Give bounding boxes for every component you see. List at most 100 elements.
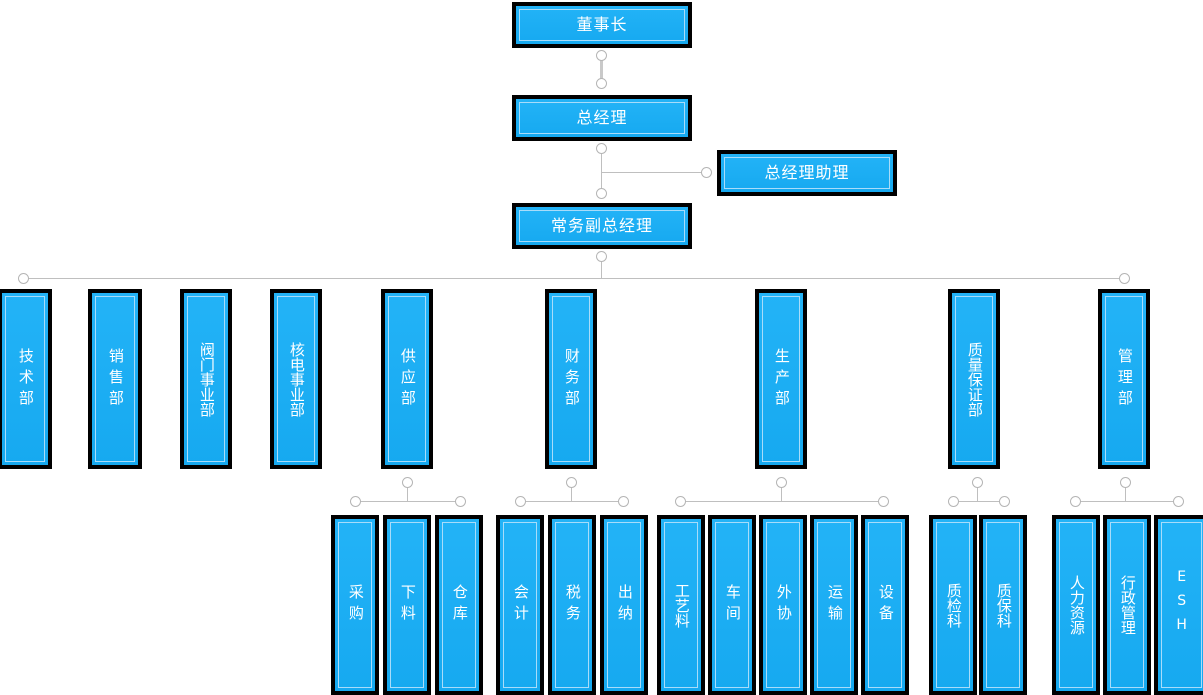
connector-main-bus — [23, 278, 1125, 279]
node-department-tech[interactable]: 技术部 — [0, 289, 52, 469]
node-department-admin[interactable]: 管理部 — [1098, 289, 1150, 469]
node-sub-process[interactable]: 工艺料 — [657, 515, 705, 695]
connector-deputy-drop — [601, 256, 602, 278]
node-sub-cutting[interactable]: 下料 — [383, 515, 431, 695]
node-sub-warehouse[interactable]: 仓库 — [435, 515, 483, 695]
connector-dot-finance-top — [566, 477, 577, 488]
node-sub-process-body: 工艺料 — [661, 519, 701, 691]
node-department-finance-label: 财务部 — [562, 347, 581, 411]
node-department-nuclear-body: 核电事业部 — [274, 293, 318, 465]
connector-dot-supply-left — [350, 496, 361, 507]
connector-dot-bus-right-end — [1119, 273, 1130, 284]
node-sub-cashier[interactable]: 出纳 — [600, 515, 648, 695]
node-department-valve[interactable]: 阀门事业部 — [180, 289, 232, 469]
node-sub-transport-body: 运输 — [814, 519, 854, 691]
node-department-production-label: 生产部 — [772, 347, 791, 411]
node-sub-qc-body: 质检科 — [933, 519, 973, 691]
node-gm-assistant[interactable]: 总经理助理 — [717, 150, 897, 196]
node-department-quality-body: 质量保证部 — [952, 293, 996, 465]
node-department-supply-label: 供应部 — [398, 347, 417, 411]
node-sub-cutting-label: 下料 — [398, 584, 417, 626]
node-department-production[interactable]: 生产部 — [755, 289, 807, 469]
node-sub-workshop-body: 车间 — [712, 519, 752, 691]
connector-dot-production-left — [675, 496, 686, 507]
node-department-sales-body: 销售部 — [92, 293, 138, 465]
node-sub-transport[interactable]: 运输 — [810, 515, 858, 695]
node-sub-qc-label: 质检科 — [944, 582, 963, 628]
node-sub-purchase-label: 采购 — [346, 584, 365, 626]
node-department-quality[interactable]: 质量保证部 — [948, 289, 1000, 469]
node-sub-process-label: 工艺料 — [672, 582, 691, 628]
connector-dot-supply-top — [402, 477, 413, 488]
node-department-valve-body: 阀门事业部 — [184, 293, 228, 465]
connector-dot-assistant-left — [701, 167, 712, 178]
node-sub-esh-body: ESH — [1158, 519, 1203, 691]
node-sub-tax[interactable]: 税务 — [548, 515, 596, 695]
node-sub-accounting-label: 会计 — [511, 584, 530, 626]
node-department-tech-body: 技术部 — [2, 293, 48, 465]
node-sub-purchase[interactable]: 采购 — [331, 515, 379, 695]
node-executive-deputy-gm[interactable]: 常务副总经理 — [512, 203, 692, 249]
node-department-valve-label: 阀门事业部 — [197, 341, 216, 417]
connector-dot-finance-left — [515, 496, 526, 507]
node-sub-qa-body: 质保科 — [983, 519, 1023, 691]
connector-dot-admin-left — [1070, 496, 1081, 507]
node-sub-administration[interactable]: 行政管理 — [1103, 515, 1151, 695]
node-sub-administration-body: 行政管理 — [1107, 519, 1147, 691]
connector-production-drop — [781, 487, 782, 501]
connector-chairman-to-gm — [600, 53, 603, 83]
node-sub-workshop[interactable]: 车间 — [708, 515, 756, 695]
connector-supply-bus — [355, 501, 460, 502]
node-general-manager-body: 总经理 — [516, 99, 688, 137]
node-sub-workshop-label: 车间 — [723, 584, 742, 626]
connector-dot-gm-top — [596, 78, 607, 89]
node-sub-transport-label: 运输 — [825, 584, 844, 626]
connector-supply-drop — [407, 487, 408, 501]
node-sub-qa[interactable]: 质保科 — [979, 515, 1027, 695]
node-department-finance[interactable]: 财务部 — [545, 289, 597, 469]
node-department-supply[interactable]: 供应部 — [381, 289, 433, 469]
node-sub-accounting[interactable]: 会计 — [496, 515, 544, 695]
node-gm-assistant-body: 总经理助理 — [721, 154, 893, 192]
connector-dot-gm-bottom — [596, 143, 607, 154]
connector-dot-supply-right — [455, 496, 466, 507]
node-sub-equipment-label: 设备 — [876, 584, 895, 626]
connector-production-bus — [680, 501, 883, 502]
connector-quality-bus — [953, 501, 1004, 502]
node-sub-cashier-body: 出纳 — [604, 519, 644, 691]
node-sub-purchase-body: 采购 — [335, 519, 375, 691]
node-sub-tax-body: 税务 — [552, 519, 592, 691]
node-sub-esh-label: ESH — [1173, 569, 1190, 641]
connector-dot-finance-right — [618, 496, 629, 507]
connector-gm-to-assistant — [601, 172, 706, 173]
node-sub-qc[interactable]: 质检科 — [929, 515, 977, 695]
node-sub-hr[interactable]: 人力资源 — [1052, 515, 1100, 695]
connector-dot-bus-left-end — [18, 273, 29, 284]
node-department-tech-label: 技术部 — [16, 347, 35, 411]
node-general-manager[interactable]: 总经理 — [512, 95, 692, 141]
node-department-nuclear[interactable]: 核电事业部 — [270, 289, 322, 469]
node-chairman-body: 董事长 — [516, 6, 688, 44]
node-sub-outsourcing-label: 外协 — [774, 584, 793, 626]
node-department-sales[interactable]: 销售部 — [88, 289, 142, 469]
node-sub-equipment[interactable]: 设备 — [861, 515, 909, 695]
node-department-admin-label: 管理部 — [1115, 347, 1134, 411]
node-sub-tax-label: 税务 — [563, 584, 582, 626]
node-sub-cashier-label: 出纳 — [615, 584, 634, 626]
node-sub-hr-body: 人力资源 — [1056, 519, 1096, 691]
connector-dot-production-right — [878, 496, 889, 507]
connector-quality-drop — [977, 487, 978, 501]
node-sub-esh[interactable]: ESH — [1154, 515, 1203, 695]
connector-dot-quality-top — [972, 477, 983, 488]
connector-gm-to-deputy — [601, 148, 602, 194]
node-sub-outsourcing[interactable]: 外协 — [759, 515, 807, 695]
connector-dot-admin-top — [1120, 477, 1131, 488]
node-chairman[interactable]: 董事长 — [512, 2, 692, 48]
node-executive-deputy-gm-body: 常务副总经理 — [516, 207, 688, 245]
connector-dot-deputy-bottom — [596, 251, 607, 262]
node-chairman-label: 董事长 — [576, 15, 628, 35]
node-sub-accounting-body: 会计 — [500, 519, 540, 691]
node-sub-outsourcing-body: 外协 — [763, 519, 803, 691]
node-sub-hr-label: 人力资源 — [1067, 575, 1086, 635]
